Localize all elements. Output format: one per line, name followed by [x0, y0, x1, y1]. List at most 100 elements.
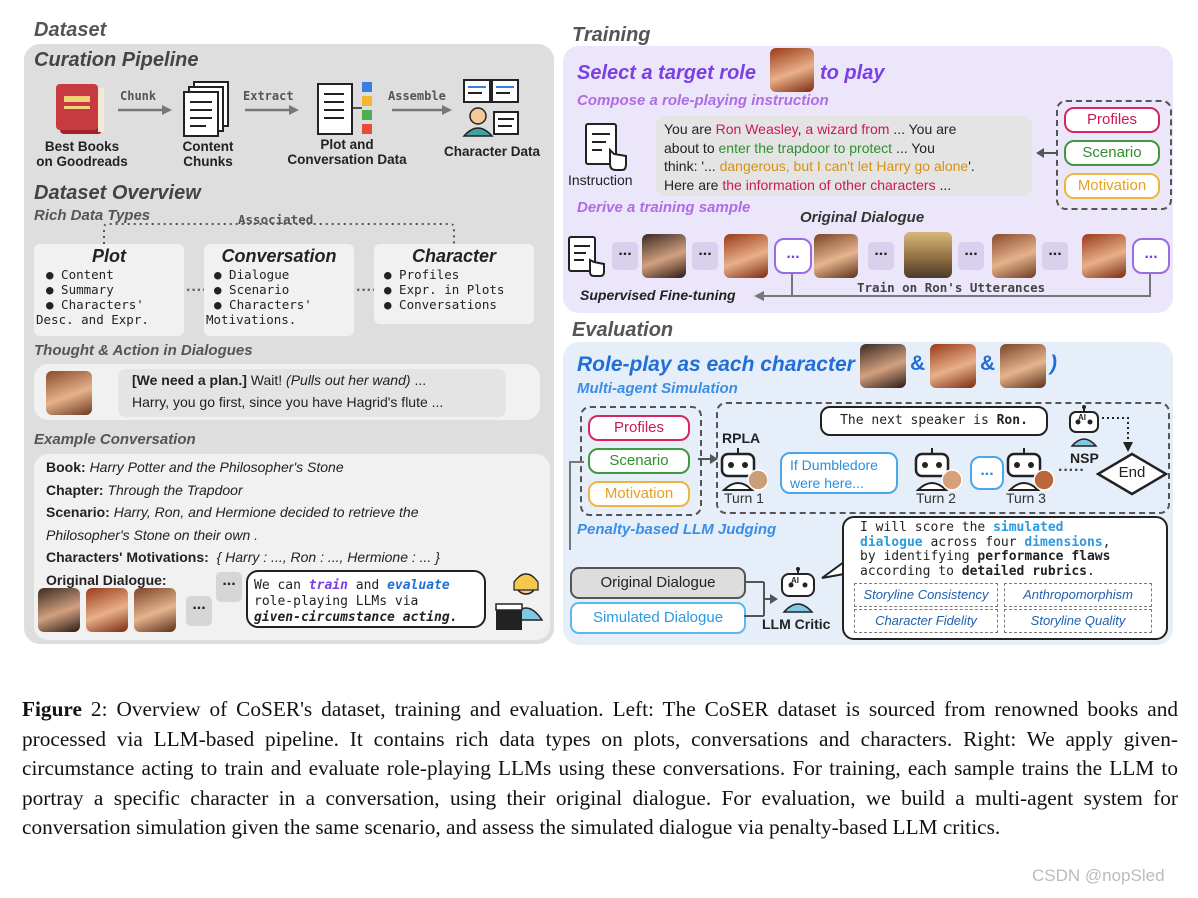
train-on-utterances-label: Train on Ron's Utterances	[855, 280, 1048, 295]
scenario-value-1: Harry, Ron, and Hermione decided to retr…	[113, 504, 419, 520]
character-item-1: ● Profiles	[384, 267, 460, 282]
plot-item-3: ● Characters'	[46, 297, 144, 312]
scenario-key: Scenario:	[46, 504, 110, 520]
caption-label: Figure	[22, 697, 82, 721]
extract-arrow	[245, 105, 299, 115]
instr-l3b: '.	[968, 158, 975, 174]
chapter-key: Chapter:	[46, 481, 104, 498]
train-ron-avatar-1	[724, 234, 768, 278]
conversation-item-3: ● Characters'	[214, 297, 312, 312]
books-label-line2: on Goodreads	[36, 154, 128, 169]
plot-card: Plot ● Content ● Summary ● Characters' D…	[34, 244, 184, 336]
penalty-judging-label: Penalty-based LLM Judging	[577, 521, 777, 538]
turn-2-label: Turn 2	[916, 490, 956, 506]
caption-number: 2	[81, 697, 102, 721]
plot-data-label-line2: Conversation Data	[287, 152, 407, 167]
extract-arrow-label: Extract	[243, 89, 294, 103]
director-icon	[495, 573, 544, 630]
thought-speech: Wait!	[250, 372, 283, 388]
train-dots-1: ...	[612, 242, 638, 270]
books-label-line1: Best Books	[44, 139, 120, 154]
harry-avatar	[38, 588, 80, 632]
character-card-title: Character	[411, 246, 497, 266]
thought-action: (Pulls out her wand)	[286, 372, 411, 388]
instr-trapdoor: enter the trapdoor to protect	[718, 139, 893, 156]
chunks-label-line2: Chunks	[183, 154, 233, 169]
instr-info: the information of other characters	[722, 176, 936, 193]
simulation-feedback-line	[569, 461, 584, 550]
score-flaws: performance flaws	[977, 549, 1111, 564]
score-l2b: across four	[922, 534, 1025, 550]
training-scenario-pill: Scenario	[1064, 140, 1160, 166]
character-item-2: ● Expr. in Plots	[384, 282, 505, 297]
train-dots-5: ...	[1042, 242, 1068, 270]
score-l4c: .	[1086, 563, 1095, 579]
plot-item-2: ● Summary	[46, 282, 114, 297]
role-play-close: )	[1050, 352, 1057, 375]
train-harry-avatar	[642, 234, 686, 278]
motivations-value: { Harry : ..., Ron : ..., Hermione : ...…	[216, 549, 440, 565]
figure-caption: Figure 2: Overview of CoSER's dataset, t…	[22, 695, 1178, 843]
rpla-robot-3-icon	[1006, 448, 1055, 491]
example-dots-2: ...	[216, 572, 242, 602]
train-ron-bubble-2: ...	[1132, 238, 1170, 274]
book-key: Book:	[46, 459, 86, 475]
example-text: Book: Harry Potter and the Philosopher's…	[46, 456, 440, 591]
conversation-item-2: ● Scenario	[214, 282, 290, 297]
instruction-label: Instruction	[568, 172, 633, 188]
score-simulated: simulated	[993, 520, 1064, 535]
dumbledore-line1: If Dumbledore	[790, 457, 878, 473]
training-attributes-box	[1056, 100, 1172, 210]
simulated-dialogue-box: Simulated Dialogue	[570, 602, 746, 634]
book-icon	[56, 84, 104, 134]
instr-l2b: ... You	[892, 139, 935, 156]
turn-2-bubble: ...	[970, 456, 1004, 490]
turn-3-label: Turn 3	[1006, 490, 1046, 506]
scenario-value-2: Philosopher's Stone on their own .	[46, 526, 259, 543]
nsp-label: NSP	[1070, 450, 1099, 466]
amp-2: &	[980, 352, 996, 375]
original-dialogue-label: Original Dialogue	[800, 209, 925, 226]
next-speaker-name: Ron.	[996, 413, 1028, 428]
curation-pipeline-title: Curation Pipeline	[34, 49, 199, 71]
criterion-storyline-quality: Storyline Quality	[1004, 609, 1152, 633]
turn-3-continuation: ·····	[1058, 462, 1085, 479]
character-profile-icon	[462, 79, 519, 137]
hermione-avatar	[46, 371, 92, 415]
chunk-arrow	[118, 105, 172, 115]
claim-we-can: We can	[254, 578, 309, 593]
train-hermione-avatar	[814, 234, 858, 278]
instruction-bubble: You are Ron Weasley, a wizard from ... Y…	[656, 116, 1032, 196]
llm-critic-robot-icon	[781, 567, 815, 613]
turn-1-label: Turn 1	[724, 490, 764, 506]
nsp-robot-icon	[1069, 405, 1099, 447]
train-ron-avatar-2	[1082, 234, 1126, 278]
score-rubrics: detailed rubrics	[961, 563, 1087, 579]
watermark: CSDN @nopSled	[1032, 866, 1165, 885]
example-conversation-title: Example Conversation	[34, 431, 196, 448]
eval-scenario-pill: Scenario	[588, 448, 690, 474]
conversation-card-title: Conversation	[221, 246, 337, 266]
score-l1a: I will score the	[860, 520, 994, 535]
score-l4a: according to	[860, 563, 962, 579]
structured-data-icon	[317, 82, 372, 135]
associated-label: Associated	[238, 212, 314, 227]
plot-data-label-line1: Plot and	[320, 137, 374, 152]
instr-l3a: think: '...	[664, 158, 720, 174]
train-ron-bubble-1: ...	[774, 238, 812, 274]
conversation-item-1: ● Dialogue	[214, 267, 290, 282]
original-dialogue-key: Original Dialogue:	[46, 571, 167, 588]
simulation-box	[716, 402, 1170, 514]
eval-profiles-pill: Profiles	[588, 415, 690, 441]
thought-bubble: [We need a plan.] Wait! (Pulls out her w…	[118, 369, 506, 417]
instr-p1: You are	[664, 121, 716, 137]
caption-text: : Overview of CoSER's dataset, training …	[22, 697, 1178, 840]
instr-danger: dangerous, but I can't let Harry go alon…	[719, 158, 969, 174]
train-dots-3: ...	[868, 242, 894, 270]
assemble-arrow-label: Assemble	[388, 89, 446, 103]
train-hermione-avatar-2	[992, 234, 1036, 278]
critic-score-text: I will score the simulated dialogue acro…	[860, 520, 1111, 579]
dumbledore-bubble: If Dumbledore were here...	[780, 452, 898, 494]
